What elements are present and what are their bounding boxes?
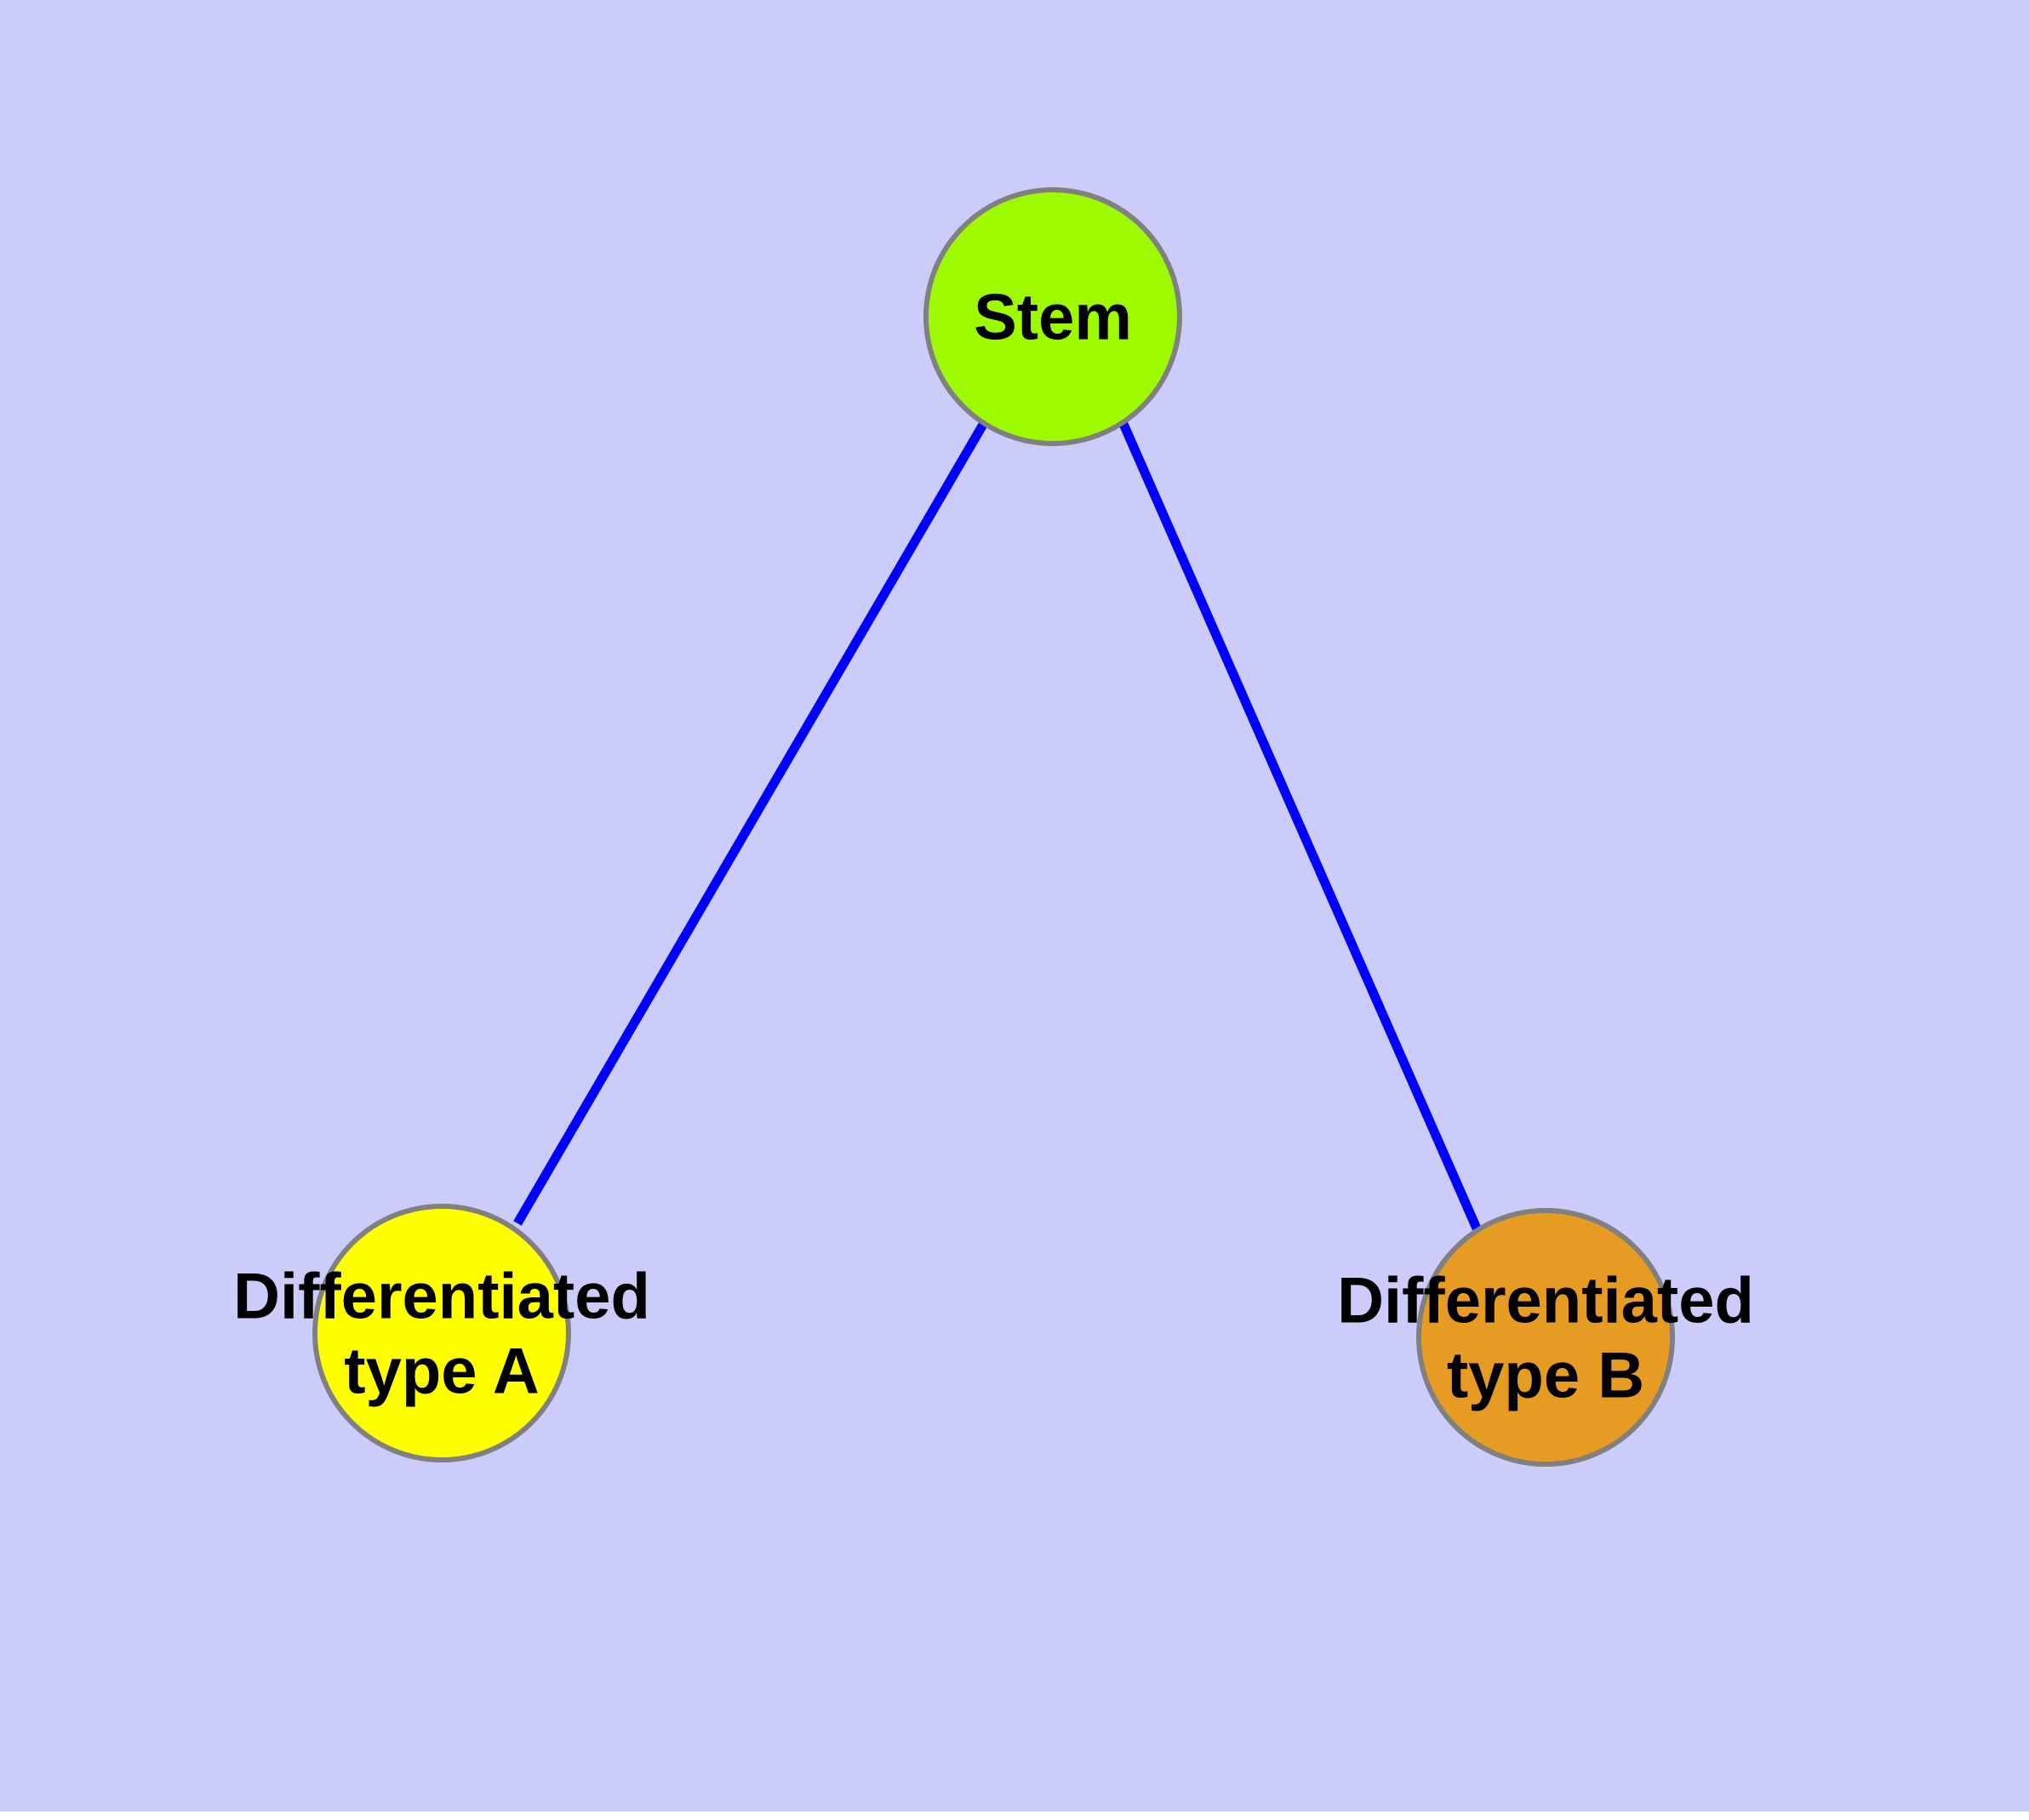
graph-node-stem[interactable] (923, 187, 1182, 446)
graph-node-label-line: Stem (974, 282, 1132, 354)
nodes-layer (312, 187, 1675, 1467)
graph-edge-stem-diff_a[interactable] (513, 421, 988, 1226)
graph-node-label-line: type B (1447, 1340, 1644, 1412)
graph-node-label-stem: Stem (974, 282, 1132, 354)
graph-node-diff_a[interactable] (312, 1204, 571, 1462)
graph-edge-stem-diff_b[interactable] (1118, 421, 1482, 1231)
graph-node-label-line: Differentiated (233, 1261, 650, 1333)
graph-node-diff_b[interactable] (1416, 1208, 1675, 1467)
edges-layer (513, 421, 1482, 1231)
graph-node-label-line: Differentiated (1337, 1265, 1754, 1337)
graph-node-label-line: type A (344, 1336, 539, 1408)
